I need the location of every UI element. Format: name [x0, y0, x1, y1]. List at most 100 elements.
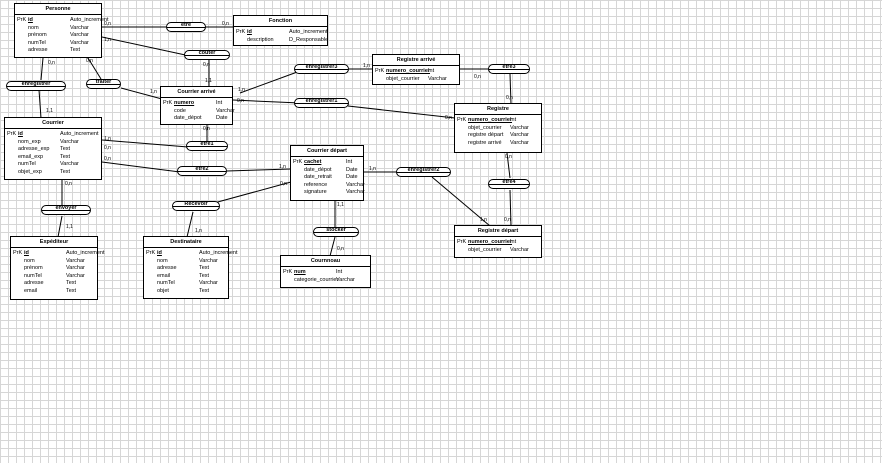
attribute-key: PrK	[236, 29, 246, 35]
relation-etre4[interactable]: être4	[488, 179, 530, 189]
attribute-name: date_retrait	[304, 174, 332, 181]
attribute-type: Int	[346, 159, 353, 165]
attribute-name: id	[28, 17, 33, 23]
attribute-name: id	[18, 131, 23, 137]
attribute-key	[163, 115, 174, 123]
attribute-name: objet	[157, 287, 169, 294]
attribute-key	[293, 189, 304, 197]
attribute-type: Text	[199, 287, 210, 294]
cardinality-label: 0,n	[203, 126, 210, 132]
attribute-key: PrK	[7, 131, 17, 137]
attribute-name: adresse_exp	[18, 146, 50, 153]
attribute-name: categorie_courrier	[294, 276, 339, 283]
cardinality-label: 0,n	[337, 246, 344, 252]
relation-enregistrer3[interactable]: enregistrer3	[294, 64, 349, 74]
attribute-key	[17, 47, 28, 55]
attribute-key	[146, 265, 157, 273]
attribute-key	[17, 40, 28, 48]
relation-etre1[interactable]: être1	[186, 141, 228, 151]
attribute-type: Varchar	[199, 257, 218, 264]
attribute-name: nom	[28, 24, 39, 31]
relation-traiter[interactable]: traiter	[86, 79, 121, 89]
attribute-type: Varchar	[60, 138, 79, 145]
cardinality-label: 0,n	[104, 145, 111, 151]
cardinality-label: 1,n	[369, 166, 376, 172]
attribute-type: Auto_increment	[66, 250, 105, 256]
attribute-type: Varchar	[346, 189, 365, 196]
attribute-name: adresse	[157, 265, 177, 272]
cardinality-label: 1,n	[238, 87, 245, 93]
attribute-key	[283, 277, 294, 285]
relation-stocker[interactable]: stocker	[313, 227, 359, 237]
relation-etre3[interactable]: être3	[488, 64, 530, 74]
attribute-type: Varchar	[66, 272, 85, 279]
relation-couter[interactable]: couter	[184, 50, 230, 60]
attribute-name: nom	[24, 257, 35, 264]
attribute-key: PrK	[293, 159, 303, 165]
attribute-type: Text	[66, 287, 77, 294]
attribute-key	[457, 132, 468, 140]
attribute-key	[146, 280, 157, 288]
attribute-type: Varchar	[510, 246, 529, 253]
cardinality-label: 1,1	[205, 78, 212, 84]
attribute-key: PrK	[283, 269, 293, 275]
attribute-name: cachet	[304, 159, 322, 165]
relation-enregistrer2[interactable]: enregistrer2	[396, 167, 451, 177]
attribute-key	[457, 125, 468, 133]
attribute-type: Text	[60, 168, 71, 175]
relation-envoyer[interactable]: envoyer	[41, 205, 91, 215]
attribute-key	[457, 140, 468, 148]
entity-title: Registre départ	[455, 226, 541, 237]
cardinality-label: 0,n	[280, 181, 287, 187]
attribute-type: Date	[346, 174, 358, 181]
relation-etre[interactable]: être	[166, 22, 206, 32]
attribute-key	[293, 167, 304, 175]
attribute-name: signature	[304, 189, 327, 196]
attribute-row: registre départ Varchar	[457, 132, 539, 140]
relation-recevoir[interactable]: Recevoir	[172, 201, 220, 211]
attribute-name: prénom	[28, 32, 47, 39]
attribute-type: Varchar	[510, 132, 529, 139]
attribute-type: Int	[428, 68, 435, 74]
cardinality-label: 0,n	[222, 21, 229, 27]
attribute-key	[457, 247, 468, 255]
relation-etre2[interactable]: être2	[177, 166, 227, 176]
cardinality-label: 1,n	[480, 217, 487, 223]
cardinality-label: 1,n	[104, 37, 111, 43]
attribute-name: numero_courrier	[386, 68, 431, 74]
entity-title: Personne	[15, 4, 101, 15]
cardinality-label: 1,1	[66, 224, 73, 230]
attribute-name: numTel	[18, 161, 36, 168]
attribute-name: registre départ	[468, 132, 504, 139]
attribute-type: Date	[216, 115, 228, 122]
attribute-name: numTel	[157, 280, 175, 287]
relation-enregistrer1[interactable]: enregistrer1	[294, 98, 349, 108]
relation-enregistrer[interactable]: enregistrer	[6, 81, 66, 91]
